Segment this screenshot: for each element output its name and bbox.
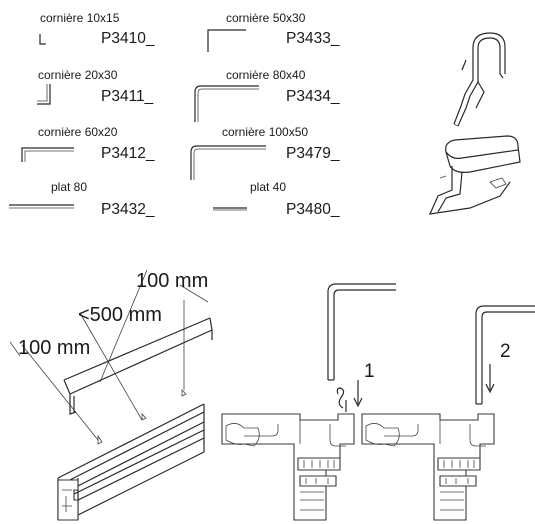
profile-name-7: plat 80 <box>51 180 87 194</box>
dimension-label-top: 100 mm <box>136 270 208 292</box>
profile-code-6: P3479_ <box>286 145 340 162</box>
step-1-label: 1 <box>364 361 375 382</box>
profile-name-5: cornière 60x20 <box>38 125 118 139</box>
angle-profile-shape-1 <box>39 34 46 45</box>
profile-name-3: cornière 20x30 <box>38 68 118 82</box>
profile-code-2: P3433_ <box>286 30 340 47</box>
profile-code-1: P3410_ <box>101 30 155 47</box>
profile-name-4: cornière 80x40 <box>226 68 306 82</box>
angle-profile-shape-6 <box>190 145 266 180</box>
profile-name-2: cornière 50x30 <box>226 11 306 25</box>
angle-profile-shape-5 <box>21 147 74 162</box>
profile-code-4: P3434_ <box>286 88 340 105</box>
profile-name-8: plat 40 <box>250 180 286 194</box>
profile-code-5: P3412_ <box>101 145 155 162</box>
profile-code-7: P3432_ <box>101 201 155 218</box>
angle-profile-shape-2 <box>207 29 246 52</box>
clip-profile-drawing <box>453 32 506 127</box>
profile-code-3: P3411_ <box>101 88 154 105</box>
profile-name-6: cornière 100x50 <box>222 125 308 139</box>
profile-code-8: P3480_ <box>286 201 340 218</box>
dimension-label-left: 100 mm <box>18 337 90 359</box>
clip-profile-3d-drawing <box>429 135 521 215</box>
dimension-label-middle: <500 mm <box>78 304 162 326</box>
angle-profile-shape-4 <box>194 85 259 122</box>
rail-dimension-drawing: 100 mm <500 mm 100 mm <box>9 269 213 521</box>
assembly-step-1-drawing: 1 <box>221 283 396 521</box>
step-2-label: 2 <box>500 341 511 362</box>
angle-profile-shape-3 <box>37 84 51 105</box>
profile-name-1: cornière 10x15 <box>40 11 120 25</box>
assembly-step-2-drawing: 2 <box>361 305 535 521</box>
